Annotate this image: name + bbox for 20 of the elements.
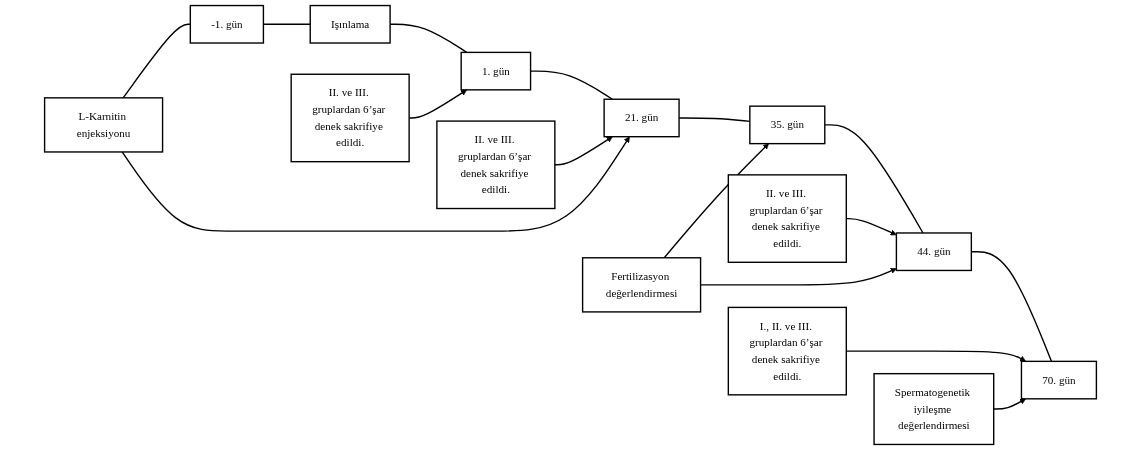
arrow [121, 136, 630, 232]
node-box: II. ve III. gruplardan 6’şar denek sakrifiye edildi. [436, 120, 556, 210]
node-box: Fertilizasyon değerlendirmesi [581, 257, 702, 313]
arrow [993, 398, 1026, 410]
connector [122, 23, 191, 99]
node-box: II. ve III. gruplardan 6’şar denek sakrifiye edildi. [727, 174, 847, 263]
node-box: Işınlama [309, 4, 391, 44]
node-box: Spermatogenetik iyileşme değerlendirmesi [873, 372, 995, 446]
connector [824, 124, 924, 234]
node-box: 35. gün [749, 105, 826, 145]
node-box: -1. gün [189, 4, 265, 44]
arrow [554, 136, 613, 166]
node-box: 70. gün [1020, 360, 1098, 400]
node-box: 21. gün [603, 98, 680, 138]
node-box: L-Karnitin enjeksiyonu [43, 97, 164, 153]
node-box: 1. gün [460, 51, 532, 91]
arrow [663, 143, 769, 259]
node-box: II. ve III. gruplardan 6’şar denek sakrifiye edildi. [290, 73, 410, 163]
node-box: 44. gün [895, 232, 973, 272]
node-box: I., II. ve III. gruplardan 6’şar denek sakrifiye edildi. [727, 306, 847, 396]
